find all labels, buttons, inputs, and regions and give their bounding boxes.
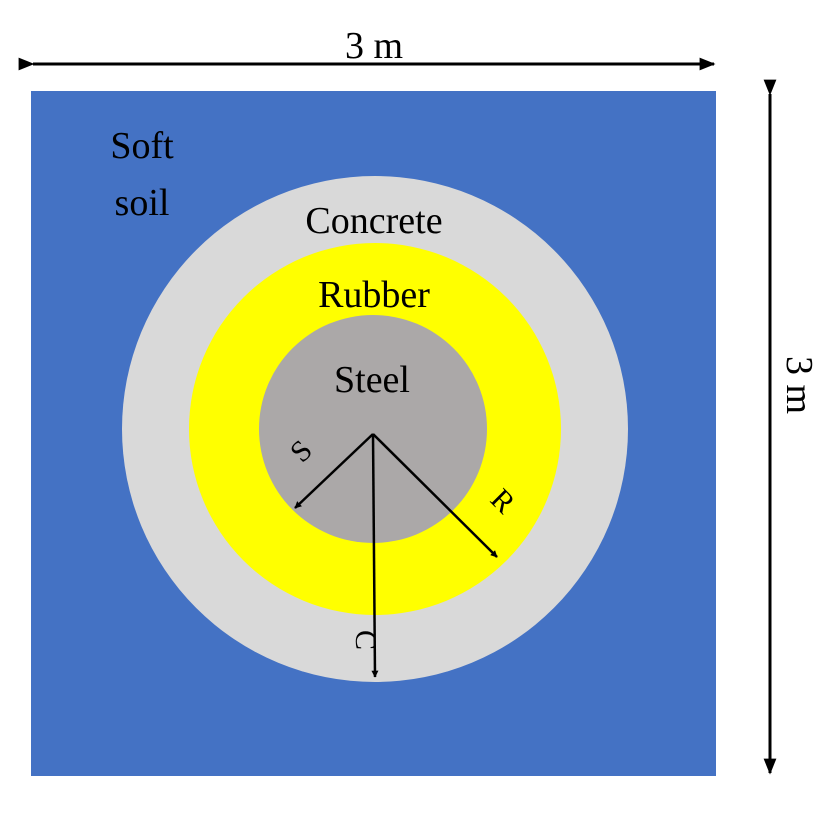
height-dimension-label: 3 m: [778, 356, 820, 414]
rubber-label: Rubber: [318, 274, 430, 316]
steel-label: Steel: [334, 359, 410, 401]
concrete-label: Concrete: [305, 200, 442, 242]
steel-radius-arrow: [294, 433, 374, 509]
concrete-radius-label: C: [349, 630, 382, 650]
steel-core: [259, 315, 487, 543]
rubber-radius-arrow: [372, 433, 498, 558]
soft-soil-label-line1: Soft: [110, 125, 174, 167]
soft-soil-label-line2: soil: [115, 182, 170, 224]
width-dimension-label: 3 m: [345, 25, 403, 67]
concrete-radius-arrow: [371, 433, 379, 678]
